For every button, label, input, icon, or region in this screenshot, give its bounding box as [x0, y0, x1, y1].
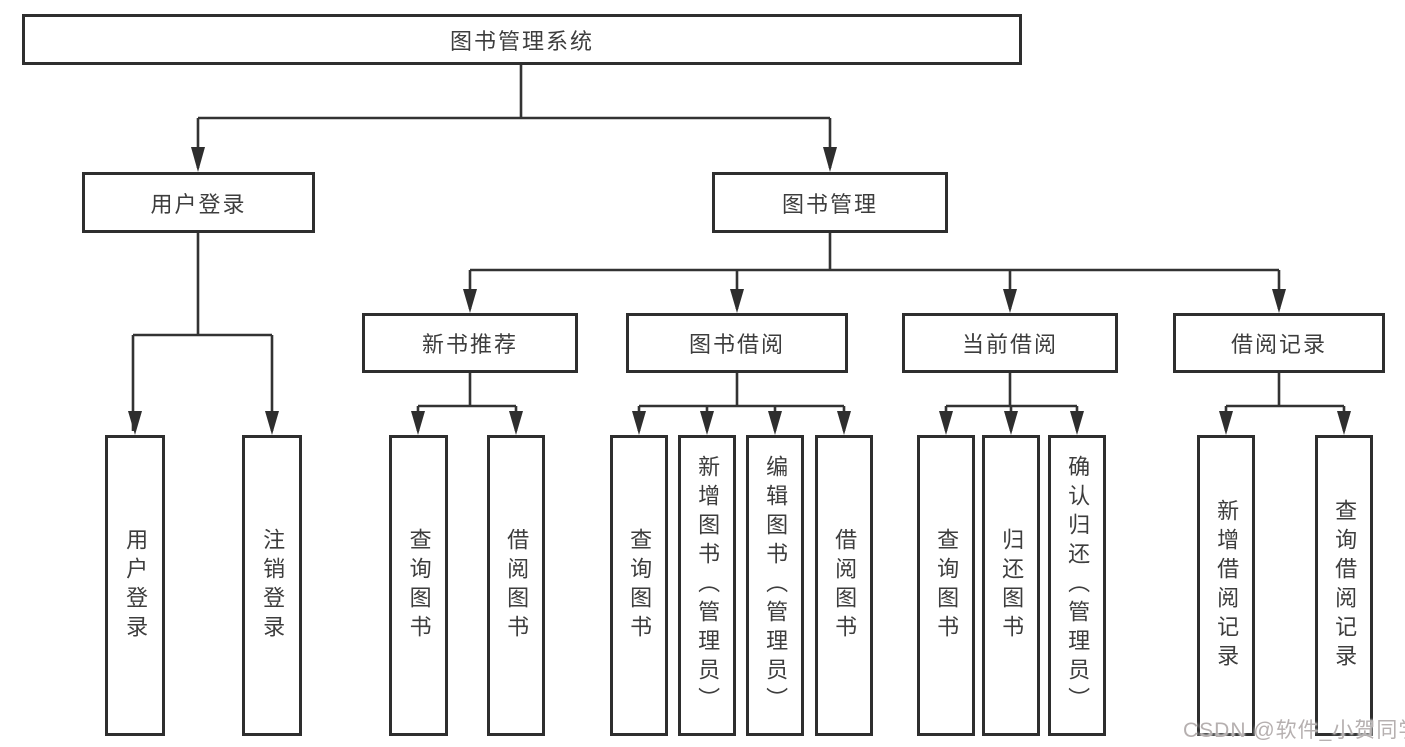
arrowhead-icons — [128, 147, 1351, 435]
node-borrowing-records-label: 借阅记录 — [1230, 332, 1327, 357]
node-book-borrowing: 图书借阅 — [626, 313, 848, 373]
node-root-library-system: 图书管理系统 — [22, 14, 1022, 65]
leaf-add-books-admin-label: 新增图书（管理员） — [695, 455, 721, 716]
node-current-borrowing: 当前借阅 — [902, 313, 1118, 373]
node-root-label: 图书管理系统 — [449, 28, 594, 54]
leaf-borrow-books-recommend-label: 借阅图书 — [504, 527, 530, 644]
leaf-add-books-admin: 新增图书（管理员） — [678, 435, 736, 736]
leaf-borrow-books-label: 借阅图书 — [832, 527, 858, 644]
leaf-query-books-borrowing-label: 查询图书 — [627, 527, 653, 644]
node-book-borrowing-label: 图书借阅 — [688, 332, 785, 357]
leaf-borrow-books-recommend: 借阅图书 — [487, 435, 545, 736]
node-user-login-label: 用户登录 — [150, 191, 247, 217]
leaf-return-books: 归还图书 — [982, 435, 1040, 736]
leaf-borrow-books: 借阅图书 — [815, 435, 873, 736]
node-user-login: 用户登录 — [82, 172, 315, 233]
node-new-book-recommend: 新书推荐 — [362, 313, 578, 373]
leaf-confirm-return-admin-label: 确认归还（管理员） — [1065, 455, 1091, 716]
leaf-return-books-label: 归还图书 — [999, 527, 1025, 644]
leaf-confirm-return-admin: 确认归还（管理员） — [1048, 435, 1106, 736]
leaf-edit-books-admin-label: 编辑图书（管理员） — [763, 455, 789, 716]
leaf-user-login-label: 用户登录 — [123, 527, 149, 644]
node-book-management: 图书管理 — [712, 172, 948, 233]
leaf-logout-label: 注销登录 — [260, 527, 286, 644]
node-new-book-recommend-label: 新书推荐 — [421, 332, 518, 357]
leaf-query-books-recommend-label: 查询图书 — [406, 527, 432, 644]
csdn-watermark: CSDN @软件_小贺同学 — [1183, 719, 1405, 742]
leaf-query-books-borrowing: 查询图书 — [610, 435, 668, 736]
leaf-query-books-current-label: 查询图书 — [934, 527, 960, 644]
node-current-borrowing-label: 当前借阅 — [961, 332, 1058, 357]
leaf-query-borrow-record: 查询借阅记录 — [1315, 435, 1373, 736]
leaf-edit-books-admin: 编辑图书（管理员） — [746, 435, 804, 736]
leaf-user-login: 用户登录 — [105, 435, 165, 736]
leaf-logout: 注销登录 — [242, 435, 302, 736]
leaf-add-borrow-record: 新增借阅记录 — [1197, 435, 1255, 736]
leaf-add-borrow-record-label: 新增借阅记录 — [1214, 498, 1240, 673]
node-borrowing-records: 借阅记录 — [1173, 313, 1385, 373]
leaf-query-books-recommend: 查询图书 — [389, 435, 448, 736]
leaf-query-books-current: 查询图书 — [917, 435, 975, 736]
leaf-query-borrow-record-label: 查询借阅记录 — [1332, 498, 1358, 673]
node-book-management-label: 图书管理 — [781, 191, 878, 217]
